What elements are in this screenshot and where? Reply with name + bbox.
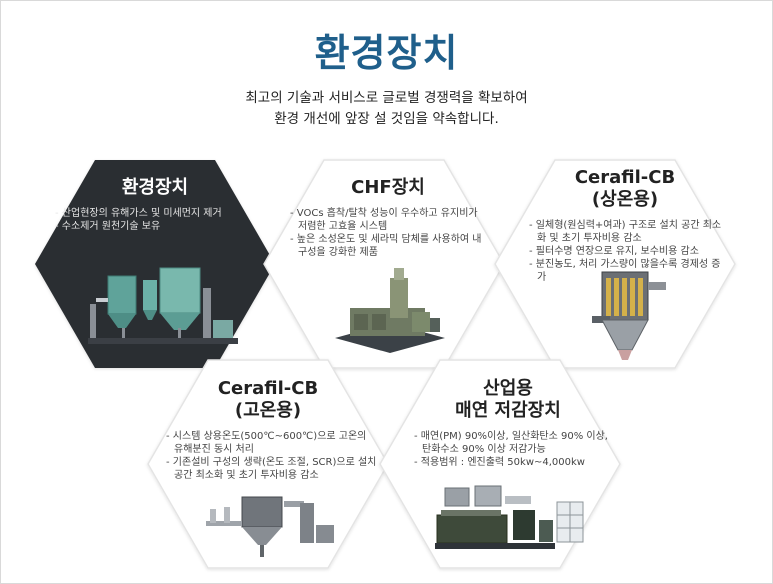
card-title-sub: (상온용) (591, 189, 659, 210)
card-title-sub: (고온용) (234, 400, 302, 421)
card-cerafil-room-temp: Cerafil-CB (상온용) 일체형(원심력+여과) 구조로 설치 공간 최… (525, 167, 725, 284)
bullet-item: 기존설비 구성의 생략(온도 조절, SCR)으로 설치공간 최소화 및 초기 … (166, 456, 378, 482)
bullet-item: 높은 소성온도 및 세라믹 담체를 사용하여 내구성을 강화한 제품 (290, 233, 486, 259)
card-title: Cerafil-CB (217, 378, 319, 399)
card-title: 환경장치 (121, 177, 189, 198)
dust-collector-plant-icon (88, 267, 238, 344)
card-title-sub: 매연 저감장치 (455, 400, 561, 421)
page-subtitle: 최고의 기술과 서비스로 글로벌 경쟁력을 확보하여 환경 개선에 앞장 설 것… (0, 88, 773, 130)
card-chf-device: CHF장치 VOCs 흡착/탈착 성능이 우수하고 유지비가 저렴한 고효율 시… (290, 177, 486, 259)
card-bullets: VOCs 흡착/탈착 성능이 우수하고 유지비가 저렴한 고효율 시스템 높은 … (290, 207, 486, 259)
bullet-item: 필터수명 연장으로 유지, 보수비용 감소 (529, 245, 725, 258)
card-title: CHF장치 (351, 177, 425, 198)
chf-unit-icon (335, 268, 445, 353)
bullet-item: 산업현장의 유해가스 및 미세먼지 제거 (55, 207, 265, 220)
bullet-item: 일체형(원심력+여과) 구조로 설치 공간 최소화 및 초기 투자비용 감소 (529, 219, 725, 245)
card-cerafil-high-temp: Cerafil-CB (고온용) 시스템 상용온도(500℃~600℃)으로 고… (158, 378, 378, 482)
subtitle-line-1: 최고의 기술과 서비스로 글로벌 경쟁력을 확보하여 (245, 90, 528, 106)
card-bullets: 매연(PM) 90%이상, 일산화탄소 90% 이상, 탄화수소 90% 이상 … (414, 430, 608, 469)
bullet-item: VOCs 흡착/탈착 성능이 우수하고 유지비가 저렴한 고효율 시스템 (290, 207, 486, 233)
bullet-item: 매연(PM) 90%이상, 일산화탄소 90% 이상, 탄화수소 90% 이상 … (414, 430, 608, 456)
card-industrial-exhaust: 산업용 매연 저감장치 매연(PM) 90%이상, 일산화탄소 90% 이상, … (408, 378, 608, 469)
bullet-item: 시스템 상용온도(500℃~600℃)으로 고온의 유해분진 동시 처리 (166, 430, 378, 456)
card-bullets: 산업현장의 유해가스 및 미세먼지 제거 수소제거 원천기술 보유 (55, 207, 265, 233)
card-bullets: 일체형(원심력+여과) 구조로 설치 공간 최소화 및 초기 투자비용 감소 필… (529, 219, 725, 284)
subtitle-line-2: 환경 개선에 앞장 설 것임을 약속합니다. (274, 111, 499, 127)
card-title: 산업용 (483, 378, 533, 399)
cerafil-cutaway-icon (592, 271, 666, 360)
bullet-item: 분진농도, 처리 가스량이 많을수록 경제성 증가 (529, 258, 725, 284)
card-bullets: 시스템 상용온도(500℃~600℃)으로 고온의 유해분진 동시 처리 기존설… (166, 430, 378, 482)
card-environment-device: 환경장치 산업현장의 유해가스 및 미세먼지 제거 수소제거 원천기술 보유 (45, 177, 265, 233)
bullet-item: 수소제거 원천기술 보유 (55, 220, 265, 233)
high-temp-filter-icon (206, 496, 334, 557)
engine-exhaust-system-icon (435, 485, 584, 549)
page-title: 환경장치 (314, 31, 459, 75)
bullet-item: 적용범위 : 엔진출력 50kw~4,000kw (414, 456, 608, 469)
card-title: Cerafil-CB (574, 167, 676, 188)
